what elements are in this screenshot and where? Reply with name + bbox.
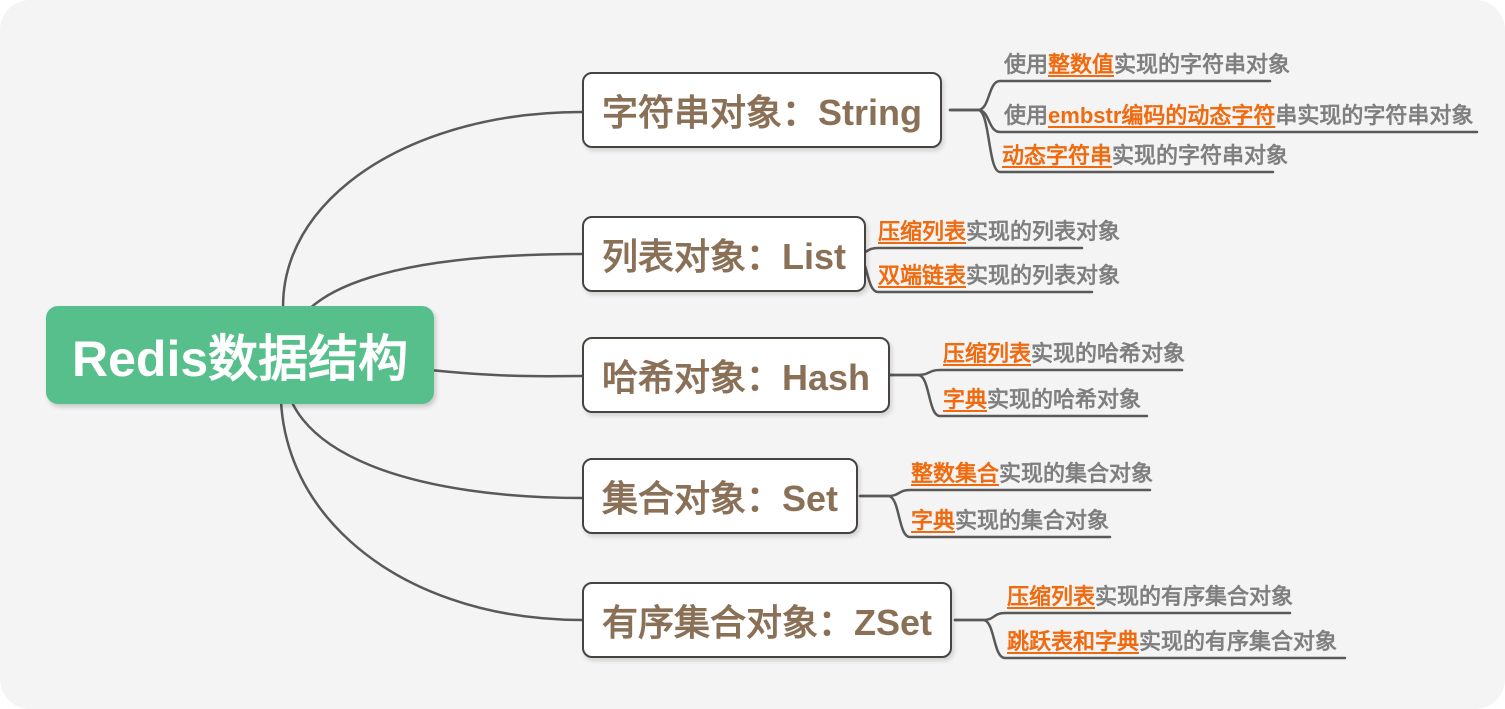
connector-zset-leaf2 — [953, 618, 1347, 660]
branch-topic-label: 字符串对象：String — [602, 92, 922, 133]
leaf-highlight: 压缩列表 — [943, 341, 1032, 366]
leaf-topic-zset-skiplist-dict[interactable]: 跳跃表和字典实现的有序集合对象 — [1007, 629, 1337, 655]
leaf-highlight: 压缩列表 — [1007, 584, 1096, 609]
leaf-text: 实现的列表对象 — [966, 263, 1121, 288]
leaf-text: 实现的哈希对象 — [1031, 341, 1186, 366]
leaf-highlight: 字典 — [943, 387, 988, 412]
connector-hash-leaf1 — [888, 368, 1184, 377]
branch-topic-label: 哈希对象：Hash — [602, 357, 871, 398]
leaf-text: 实现的哈希对象 — [987, 387, 1142, 412]
leaf-text: 使用 — [1004, 52, 1049, 77]
leaf-text: 实现的字符串对象 — [1112, 143, 1289, 168]
leaf-highlight: embstr编码的动态字符 — [1048, 103, 1276, 128]
connector-set-leaf2 — [858, 494, 1112, 539]
connector-set-leaf1 — [858, 488, 1152, 498]
leaf-text: 串实现的字符串对象 — [1275, 103, 1474, 128]
leaf-topic-list-linkedlist[interactable]: 双端链表实现的列表对象 — [878, 263, 1120, 289]
leaf-highlight: 整数值 — [1048, 52, 1115, 77]
leaf-topic-string-int[interactable]: 使用整数值实现的字符串对象 — [1004, 52, 1290, 78]
connector-root-string — [282, 110, 584, 352]
leaf-topic-zset-ziplist[interactable]: 压缩列表实现的有序集合对象 — [1007, 584, 1293, 610]
connector-list-leaf1 — [826, 246, 1084, 256]
branch-topic-string[interactable]: 字符串对象：String — [582, 72, 942, 148]
leaf-topic-hash-ziplist[interactable]: 压缩列表实现的哈希对象 — [943, 341, 1185, 367]
connector-zset-leaf1 — [953, 611, 1292, 622]
root-topic-redis-data-structures[interactable]: Redis数据结构 — [46, 306, 435, 404]
leaf-highlight: 压缩列表 — [878, 219, 967, 244]
leaf-text: 实现的有序集合对象 — [1139, 629, 1338, 654]
leaf-topic-set-intset[interactable]: 整数集合实现的集合对象 — [911, 461, 1153, 487]
branch-topic-zset[interactable]: 有序集合对象：ZSet — [582, 582, 953, 658]
leaf-highlight: 整数集合 — [911, 461, 1000, 486]
leaf-topic-set-dict[interactable]: 字典实现的集合对象 — [911, 508, 1109, 534]
branch-topic-hash[interactable]: 哈希对象：Hash — [582, 337, 891, 413]
leaf-text: 实现的集合对象 — [955, 508, 1110, 533]
leaf-text: 实现的集合对象 — [999, 461, 1154, 486]
leaf-text: 实现的有序集合对象 — [1095, 584, 1294, 609]
connector-root-hash — [428, 368, 584, 378]
connector-root-zset — [279, 348, 584, 622]
leaf-topic-string-embstr[interactable]: 使用embstr编码的动态字符串实现的字符串对象 — [1004, 103, 1473, 129]
leaf-highlight: 双端链表 — [878, 263, 967, 288]
root-topic-label: Redis数据结构 — [72, 331, 409, 387]
leaf-text: 使用 — [1004, 103, 1049, 128]
branch-topic-label: 列表对象：List — [602, 236, 847, 277]
leaf-text: 实现的列表对象 — [966, 219, 1121, 244]
leaf-highlight: 跳跃表和字典 — [1007, 629, 1140, 654]
branch-topic-label: 有序集合对象：ZSet — [602, 602, 933, 643]
leaf-text: 实现的字符串对象 — [1114, 52, 1291, 77]
connector-hash-leaf2 — [888, 373, 1149, 418]
leaf-topic-list-ziplist[interactable]: 压缩列表实现的列表对象 — [878, 219, 1120, 245]
leaf-highlight: 字典 — [911, 508, 956, 533]
leaf-topic-hash-dict[interactable]: 字典实现的哈希对象 — [943, 387, 1141, 413]
connector-string-leaf3 — [948, 108, 1275, 174]
leaf-topic-string-sds[interactable]: 动态字符串实现的字符串对象 — [1002, 143, 1288, 169]
branch-topic-label: 集合对象：Set — [602, 478, 839, 519]
branch-topic-set[interactable]: 集合对象：Set — [582, 458, 859, 534]
branch-topic-list[interactable]: 列表对象：List — [582, 216, 867, 292]
leaf-highlight: 动态字符串 — [1002, 143, 1113, 168]
